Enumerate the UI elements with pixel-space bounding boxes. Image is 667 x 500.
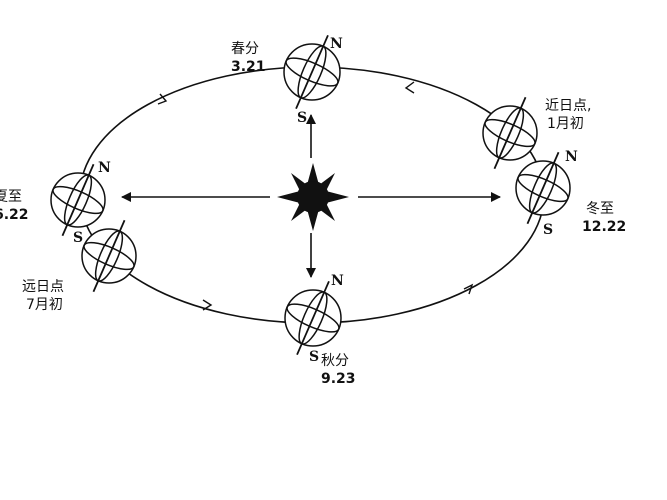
earth-globe-icon	[81, 219, 137, 293]
earth-globe-icon	[284, 280, 342, 356]
label-summer: 夏至 6.22	[0, 189, 29, 223]
pole-s-autumn: S	[309, 349, 320, 365]
label-perihelion: 近日点, 1月初	[545, 98, 592, 132]
pole-n-spring: N	[330, 36, 343, 52]
pole-s-spring: S	[297, 110, 308, 126]
label-winter: 冬至 12.22	[582, 201, 627, 235]
pole-n-summer: N	[98, 160, 111, 176]
earth-globe-icon	[515, 151, 571, 225]
pole-n-autumn: N	[331, 273, 344, 289]
earth-globe-icon	[482, 96, 538, 170]
pole-s-summer: S	[73, 230, 84, 246]
label-aphelion: 远日点 7月初	[22, 279, 64, 313]
earth-globe-icon	[283, 34, 341, 110]
pole-s-winter: S	[543, 222, 554, 238]
orbit-direction-arrow-icon	[157, 81, 474, 311]
pole-n-winter: N	[565, 149, 578, 165]
label-autumn: 秋分 9.23	[321, 353, 356, 387]
label-spring: 春分 3.21	[231, 41, 266, 75]
earth-globe-icon	[50, 163, 106, 237]
sun-icon	[277, 163, 349, 231]
